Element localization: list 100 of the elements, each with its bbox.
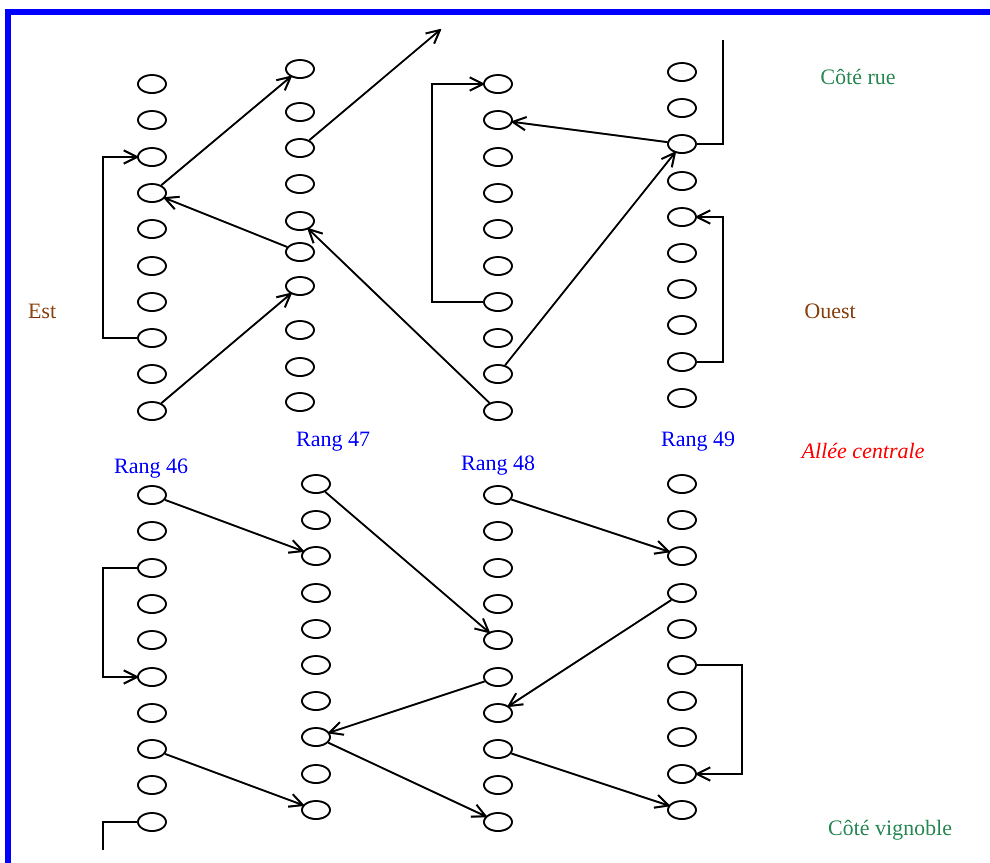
ellipse: [667, 352, 697, 372]
ellipse: [137, 110, 167, 130]
ellipse: [285, 59, 315, 79]
ellipse: [483, 703, 513, 723]
aisle-label: Allée centrale: [802, 438, 924, 464]
ellipse: [137, 256, 167, 276]
ellipse: [301, 727, 331, 747]
arrow: [328, 742, 487, 818]
ellipse: [667, 207, 697, 227]
arrow: [308, 228, 490, 404]
ellipse: [667, 800, 697, 820]
arrow: [102, 567, 138, 685]
ellipse: [483, 594, 513, 614]
ellipse: [137, 147, 167, 167]
ellipse: [483, 364, 513, 384]
arrow: [696, 664, 743, 782]
ellipse: [667, 474, 697, 494]
ellipse: [301, 655, 331, 675]
ellipse: [483, 256, 513, 276]
ellipse: [483, 667, 513, 687]
ellipse: [137, 667, 167, 687]
ellipse: [301, 800, 331, 820]
ellipse: [667, 764, 697, 784]
ellipse: [137, 328, 167, 348]
ellipse: [137, 739, 167, 759]
ellipse: [285, 320, 315, 340]
ellipse: [285, 174, 315, 194]
ellipse: [483, 401, 513, 421]
ellipse: [301, 583, 331, 603]
ellipse: [667, 388, 697, 408]
ellipse: [667, 655, 697, 675]
ellipse: [483, 110, 513, 130]
ellipse: [301, 691, 331, 711]
connector-line: [102, 821, 137, 850]
ellipse: [301, 619, 331, 639]
ellipse: [137, 558, 167, 578]
row-label: Rang 47: [296, 426, 370, 452]
direction-label: Est: [28, 298, 56, 324]
ellipse: [667, 279, 697, 299]
ellipse: [667, 583, 697, 603]
ellipse: [483, 630, 513, 650]
ellipse: [667, 98, 697, 118]
ellipse: [137, 364, 167, 384]
ellipse: [137, 74, 167, 94]
ellipse: [667, 243, 697, 263]
ellipse: [483, 219, 513, 239]
arrow: [324, 491, 490, 634]
arrow: [512, 116, 668, 144]
ellipse: [667, 315, 697, 335]
ellipse: [137, 485, 167, 505]
direction-label: Ouest: [804, 298, 856, 324]
ellipse: [483, 74, 513, 94]
ellipse: [667, 62, 697, 82]
ellipse: [483, 521, 513, 541]
ellipse: [285, 357, 315, 377]
ellipse: [301, 474, 331, 494]
ellipse: [285, 242, 315, 262]
ellipse: [483, 328, 513, 348]
ellipse: [285, 102, 315, 122]
arrow: [328, 680, 485, 736]
ellipse: [285, 276, 315, 296]
ellipse: [483, 183, 513, 203]
arrow: [511, 752, 670, 809]
arrow: [164, 752, 304, 808]
ellipse: [667, 134, 697, 154]
arrow: [102, 149, 138, 339]
ellipse: [137, 630, 167, 650]
ellipse: [301, 510, 331, 530]
ellipse: [483, 812, 513, 832]
ellipse: [667, 546, 697, 566]
ellipse: [137, 183, 167, 203]
arrow: [511, 498, 670, 555]
ellipse: [301, 764, 331, 784]
ellipse: [667, 727, 697, 747]
arrow: [164, 196, 288, 248]
ellipse: [483, 775, 513, 795]
ellipse: [137, 521, 167, 541]
ellipse: [137, 219, 167, 239]
arrow: [508, 599, 672, 708]
side-label: Côté vignoble: [828, 816, 952, 840]
arrow: [308, 28, 442, 141]
row-label: Rang 48: [461, 450, 535, 476]
ellipse: [667, 691, 697, 711]
row-label: Rang 49: [661, 426, 735, 452]
ellipse: [483, 147, 513, 167]
arrow: [160, 292, 292, 404]
arrow: [160, 76, 292, 186]
row-label: Rang 46: [114, 454, 188, 478]
ellipse: [137, 812, 167, 832]
connector-line: [697, 40, 724, 145]
side-label: Côté rue: [820, 64, 896, 90]
ellipse: [285, 138, 315, 158]
ellipse: [667, 171, 697, 191]
ellipse: [483, 292, 513, 312]
ellipse: [137, 775, 167, 795]
ellipse: [137, 594, 167, 614]
ellipse: [483, 485, 513, 505]
ellipse: [483, 558, 513, 578]
ellipse: [667, 619, 697, 639]
arrow: [696, 209, 724, 363]
